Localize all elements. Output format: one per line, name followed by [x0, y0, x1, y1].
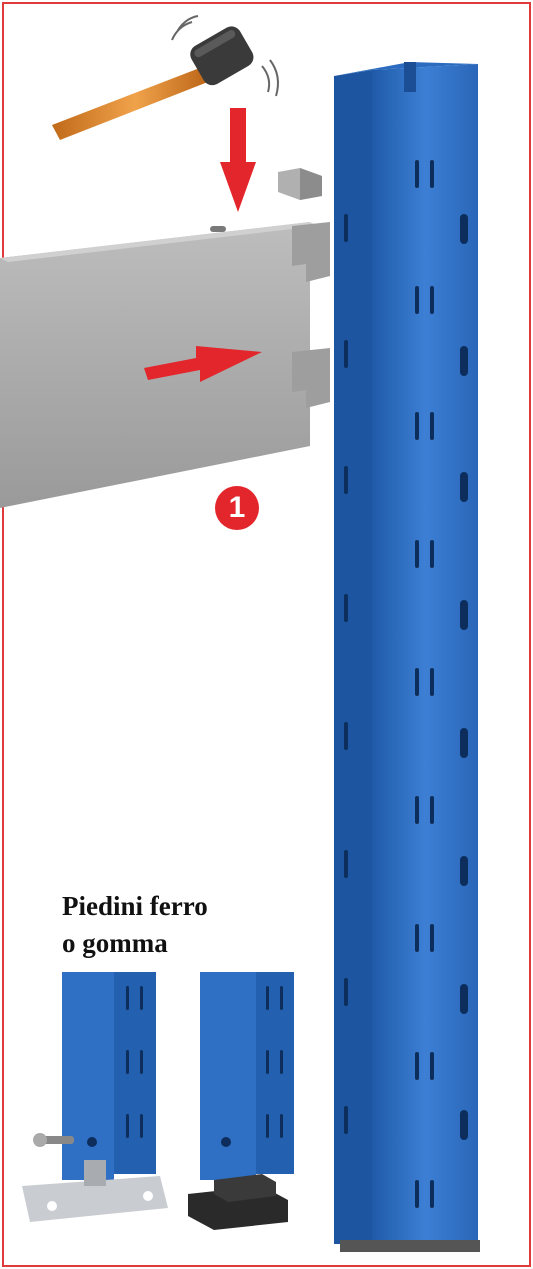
- upright-with-rubber-foot: [188, 972, 294, 1230]
- beam: [0, 222, 330, 508]
- upright-slots: [344, 160, 468, 1208]
- feet-caption-line-1: Piedini ferro: [62, 891, 208, 921]
- upright-post: [334, 62, 480, 1252]
- feet-caption: Piedini ferro o gomma: [62, 888, 208, 962]
- feet-caption-line-2: o gomma: [62, 928, 168, 958]
- down-arrow-icon: [220, 108, 256, 212]
- safety-clip: [278, 168, 322, 200]
- upright-with-iron-foot: [22, 972, 168, 1222]
- right-arrow-icon: [144, 346, 262, 382]
- step-number-badge: 1: [215, 486, 259, 530]
- hammer-icon: [52, 15, 279, 140]
